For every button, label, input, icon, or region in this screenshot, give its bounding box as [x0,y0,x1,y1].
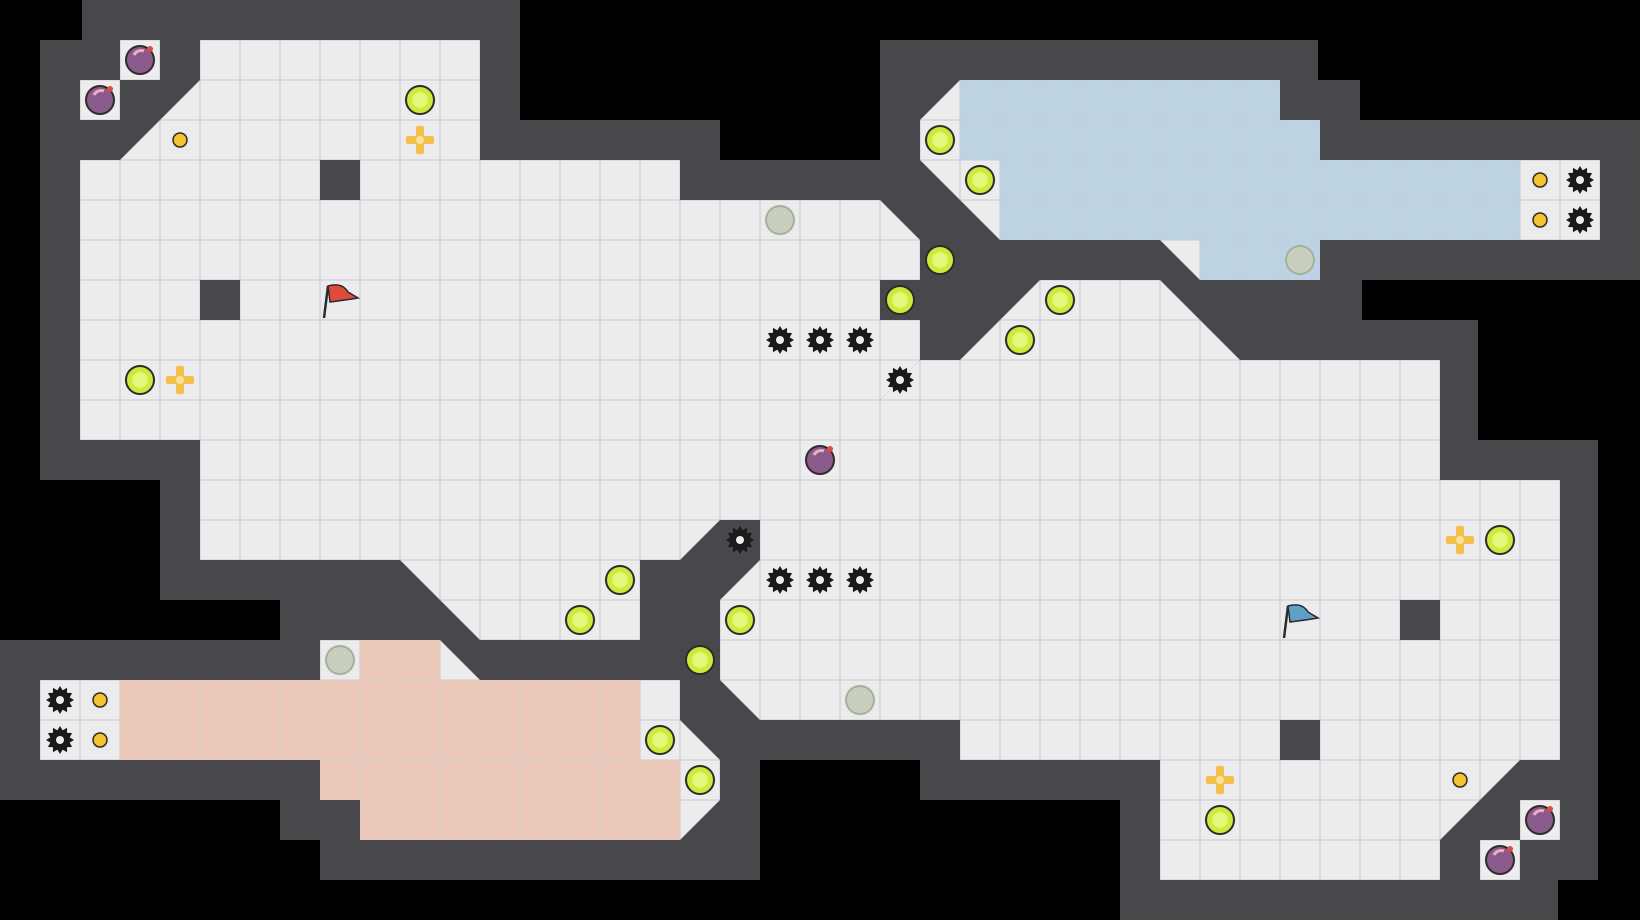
gem-icon[interactable] [1485,525,1515,555]
floor-west [80,40,920,640]
gem-icon[interactable] [1045,285,1075,315]
bomb-icon[interactable] [125,45,155,75]
sawblade-icon [846,326,874,354]
coin-icon[interactable] [92,732,108,748]
gem-icon[interactable] [925,125,955,155]
gem-icon[interactable] [685,645,715,675]
flag-icon[interactable] [1282,604,1321,639]
pad-icon[interactable] [765,205,795,235]
gem-icon[interactable] [685,765,715,795]
cross-icon[interactable] [1446,526,1474,554]
cross-icon[interactable] [1206,766,1234,794]
bomb-icon[interactable] [1485,845,1515,875]
gem-icon[interactable] [605,565,635,595]
flag-icon[interactable] [322,284,361,319]
gem-icon[interactable] [565,605,595,635]
sawblade-icon [766,566,794,594]
coin-icon[interactable] [1532,172,1548,188]
coin-icon[interactable] [1532,212,1548,228]
cross-icon[interactable] [166,366,194,394]
gem-icon[interactable] [125,365,155,395]
sawblade-icon [806,566,834,594]
sawblade-icon [886,366,914,394]
coin-icon[interactable] [1452,772,1468,788]
floor-east [720,280,1560,880]
pillar [1400,600,1440,640]
bomb-icon[interactable] [85,85,115,115]
gem-icon[interactable] [725,605,755,635]
bomb-icon[interactable] [805,445,835,475]
pad-icon[interactable] [1285,245,1315,275]
sawblade-icon [1566,206,1594,234]
sawblade-icon [46,686,74,714]
gem-icon[interactable] [885,285,915,315]
coin-icon[interactable] [172,132,188,148]
cross-icon[interactable] [406,126,434,154]
sawblade-icon [1566,166,1594,194]
pillar [320,160,360,200]
gem-icon[interactable] [925,245,955,275]
sawblade-icon [46,726,74,754]
pad-icon[interactable] [325,645,355,675]
pad-icon[interactable] [845,685,875,715]
sawblade-icon [766,326,794,354]
sawblade-icon [806,326,834,354]
gem-icon[interactable] [645,725,675,755]
bomb-icon[interactable] [1525,805,1555,835]
items-layer [46,45,1594,875]
gem-icon[interactable] [405,85,435,115]
sawblade-icon [726,526,754,554]
gem-icon[interactable] [1005,325,1035,355]
pillars [200,160,1440,760]
pillar [200,280,240,320]
gem-icon[interactable] [1205,805,1235,835]
coin-icon[interactable] [92,692,108,708]
sawblade-icon [846,566,874,594]
pillar [1280,720,1320,760]
gem-icon[interactable] [965,165,995,195]
